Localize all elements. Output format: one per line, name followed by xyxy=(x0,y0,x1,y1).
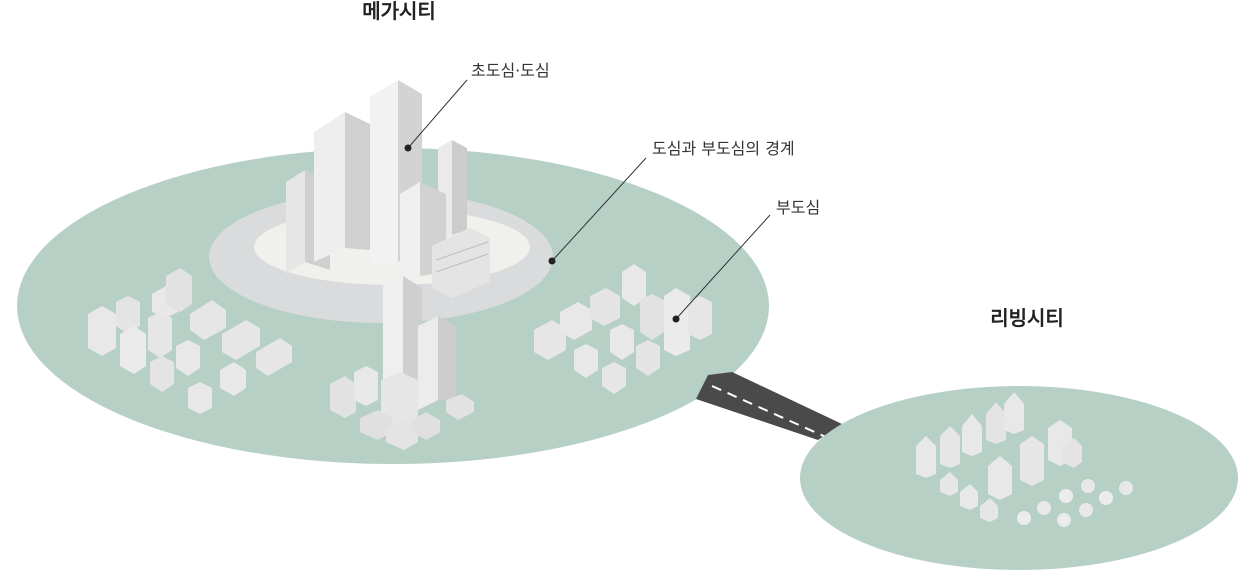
callout-subcenter: 부도심 xyxy=(776,198,820,217)
callout-core: 초도심·도심 xyxy=(471,61,550,80)
connecting-road xyxy=(696,372,842,440)
megacity-title: 메가시티 xyxy=(362,0,436,23)
living-city-title: 리빙시티 xyxy=(990,306,1064,330)
callout-boundary: 도심과 부도심의 경계 xyxy=(652,139,795,158)
